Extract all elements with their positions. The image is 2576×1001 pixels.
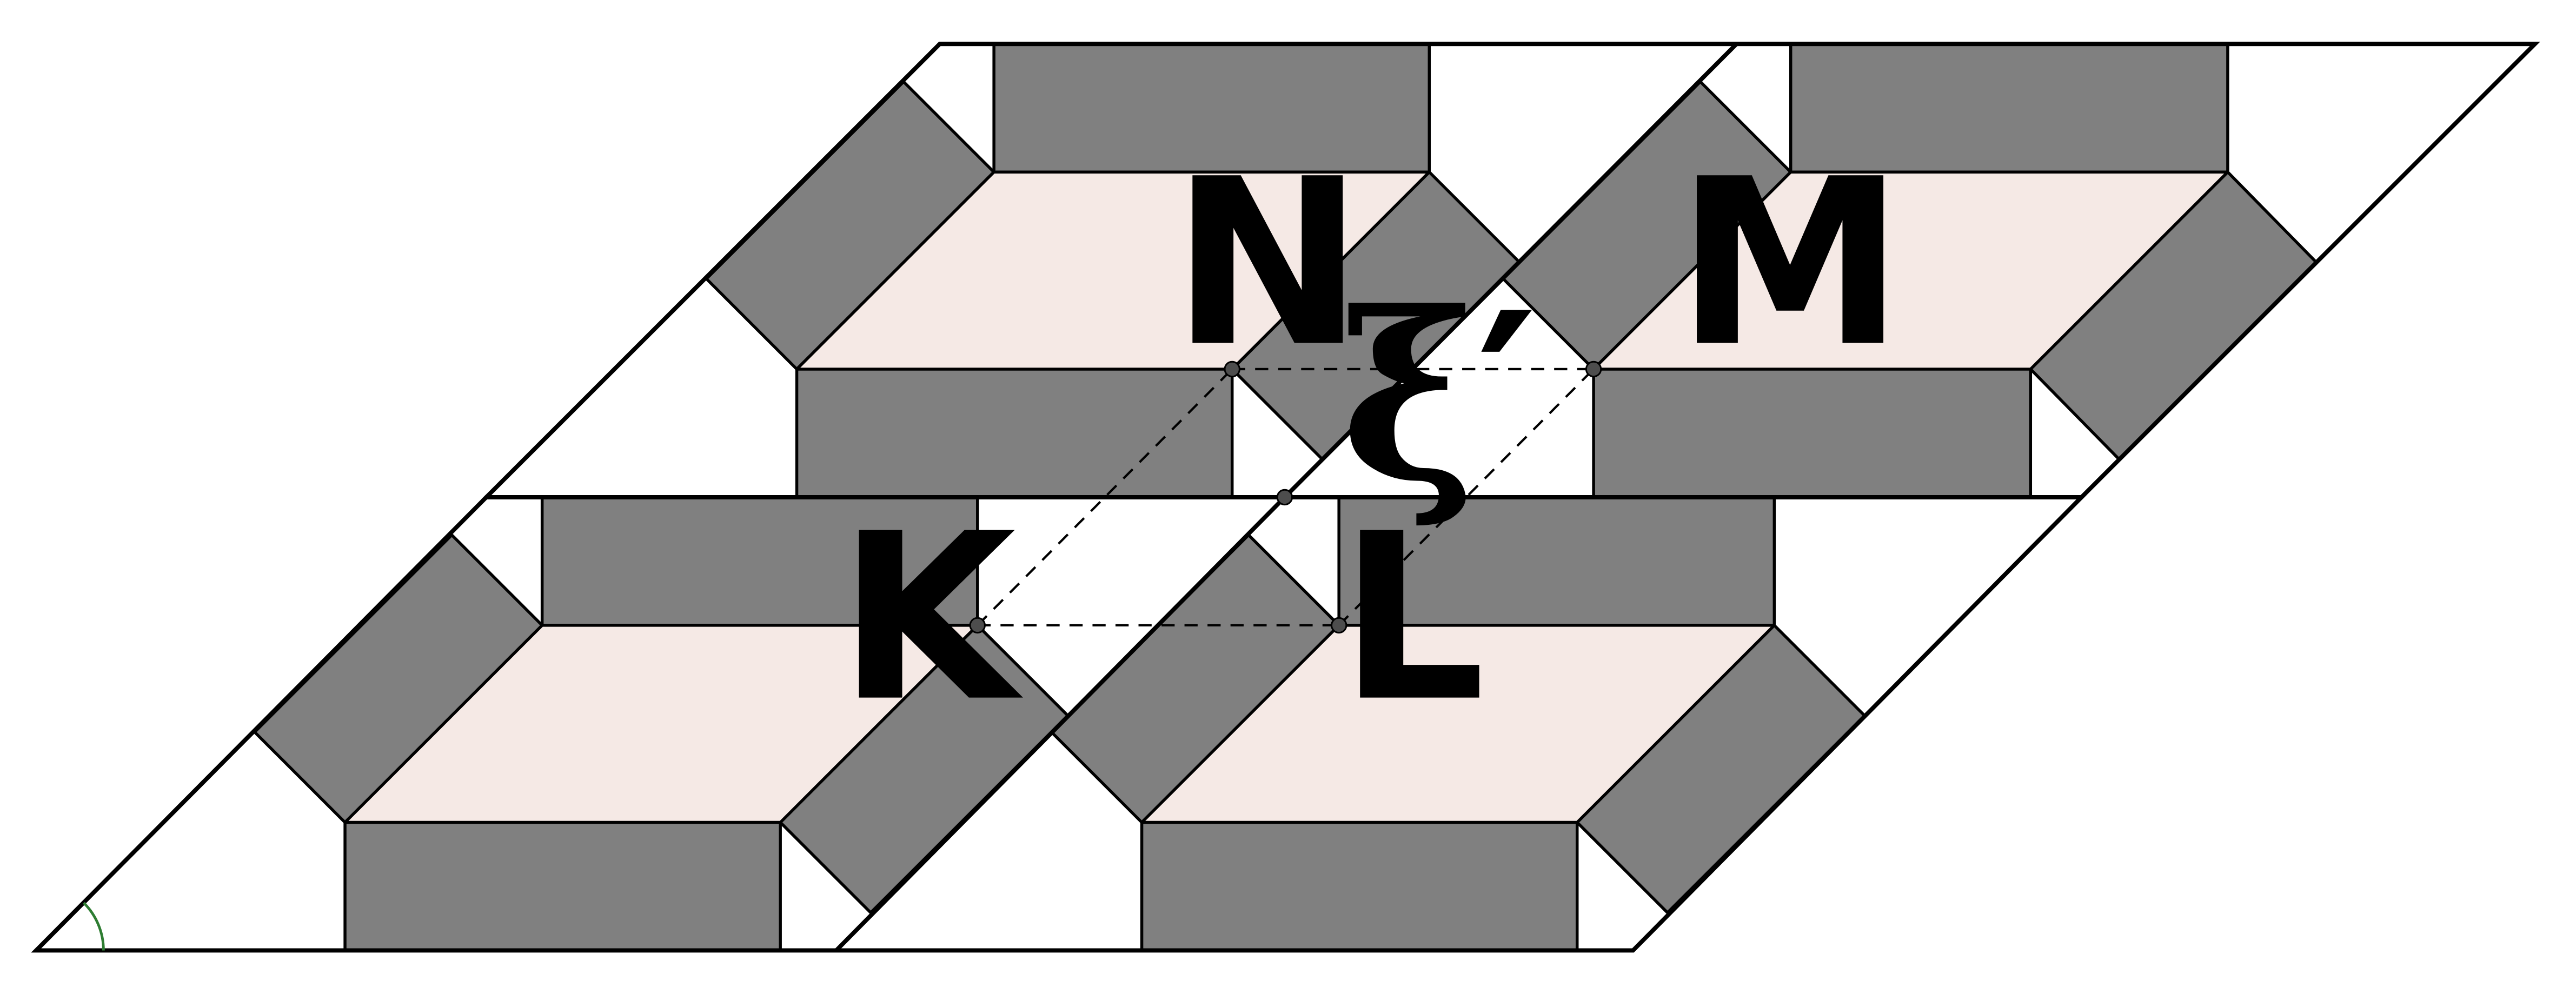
bar-bottom-right-horizontal-lower: [1140, 820, 1579, 952]
outer-parallelogram-lower: [31, 495, 2087, 953]
point-xi: [1276, 489, 1293, 506]
point-k: [969, 617, 986, 634]
bar-top-left-horizontal-lower: [795, 368, 1234, 499]
dashed-line-kn: [977, 368, 1233, 626]
angle-arc: [83, 902, 105, 951]
outer-parallelograms: [31, 42, 2540, 953]
label-m: M: [1676, 130, 1904, 397]
pink-rhombi: [343, 170, 2229, 824]
dashed-cell: [977, 368, 1595, 627]
points: [969, 361, 1602, 634]
rhombus-bottom-right: [1140, 624, 1776, 824]
label-n: N: [1171, 130, 1364, 397]
label-xi: ξ′: [1340, 262, 1537, 532]
bottom-divider-diagonal: [834, 496, 1286, 952]
rhombus-bottom-left: [343, 624, 979, 824]
bar-bottom-left-horizontal-lower: [343, 820, 782, 952]
dashed-line-lm: [1338, 368, 1595, 626]
point-n: [1224, 361, 1240, 378]
top-divider-diagonal: [1283, 42, 1738, 499]
point-labels: N M K L ξ′: [838, 130, 1905, 752]
label-k: K: [838, 485, 1025, 752]
point-m: [1585, 361, 1602, 378]
rhombus-top-right: [1592, 170, 2229, 371]
point-l: [1330, 617, 1347, 634]
label-l: L: [1339, 485, 1485, 752]
